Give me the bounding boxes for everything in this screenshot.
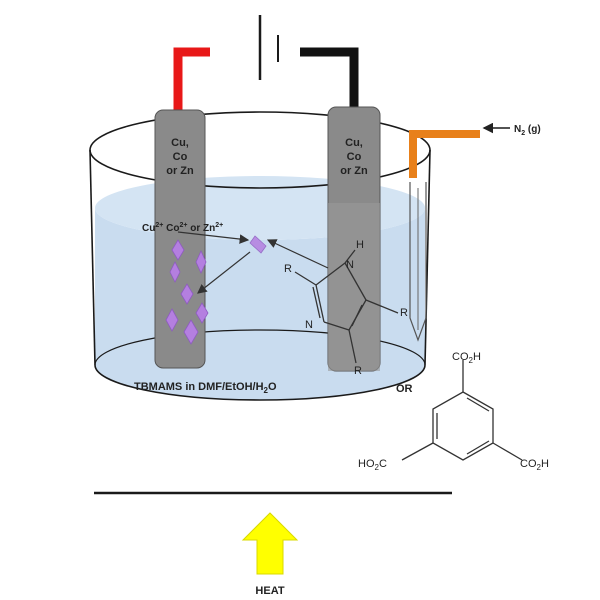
n2-gas-label: N2 (g) (514, 124, 541, 137)
negative-wire (300, 47, 359, 110)
crystal (183, 319, 199, 345)
crystal (195, 302, 209, 324)
metal-ions-label: Cu2+ Co2+ or Zn2+ (142, 222, 223, 234)
left-electrode-line-2: Co (173, 151, 188, 163)
beaker (89, 111, 431, 401)
left-electrode: Cu, Co or Zn (154, 109, 206, 369)
process-arrows (177, 231, 329, 294)
acid-right-label: CO2H (520, 458, 549, 472)
left-electrode-line-1: Cu, (171, 137, 189, 149)
imidazole-n-top: N (346, 259, 354, 271)
crystal (169, 261, 181, 283)
gas-inlet-tube: N2 (g) (409, 122, 541, 342)
mof-crystals (165, 235, 267, 345)
trimesic-acid-structure: CO2H HO2C CO2H (358, 351, 549, 472)
acid-top-label: CO2H (452, 351, 481, 365)
crystal (171, 239, 185, 261)
imidazole-r-bottom: R (354, 365, 362, 377)
right-electrode-line-1: Cu, (345, 137, 363, 149)
imidazole-n-bottom: N (305, 319, 313, 331)
right-electrode-line-2: Co (347, 151, 362, 163)
left-electrode-line-3: or Zn (166, 165, 194, 177)
solution-label: TBMAMS in DMF/EtOH/H2O (134, 381, 277, 395)
crystal (180, 283, 194, 305)
heat-arrow (241, 512, 299, 575)
heat-label: HEAT (255, 585, 284, 597)
right-electrode: Cu, Co or Zn (327, 106, 381, 372)
crystal (165, 308, 179, 332)
positive-wire (173, 47, 210, 112)
crystal (195, 250, 207, 274)
or-label: OR (396, 383, 413, 395)
right-electrode-line-3: or Zn (340, 165, 368, 177)
acid-left-label: HO2C (358, 458, 387, 472)
crystal-intermediate (249, 235, 267, 254)
imidazole-structure: N H N R R R (284, 239, 408, 377)
power-source (258, 15, 279, 80)
imidazole-r-right: R (400, 307, 408, 319)
imidazole-h: H (356, 239, 364, 251)
imidazole-r-left: R (284, 263, 292, 275)
